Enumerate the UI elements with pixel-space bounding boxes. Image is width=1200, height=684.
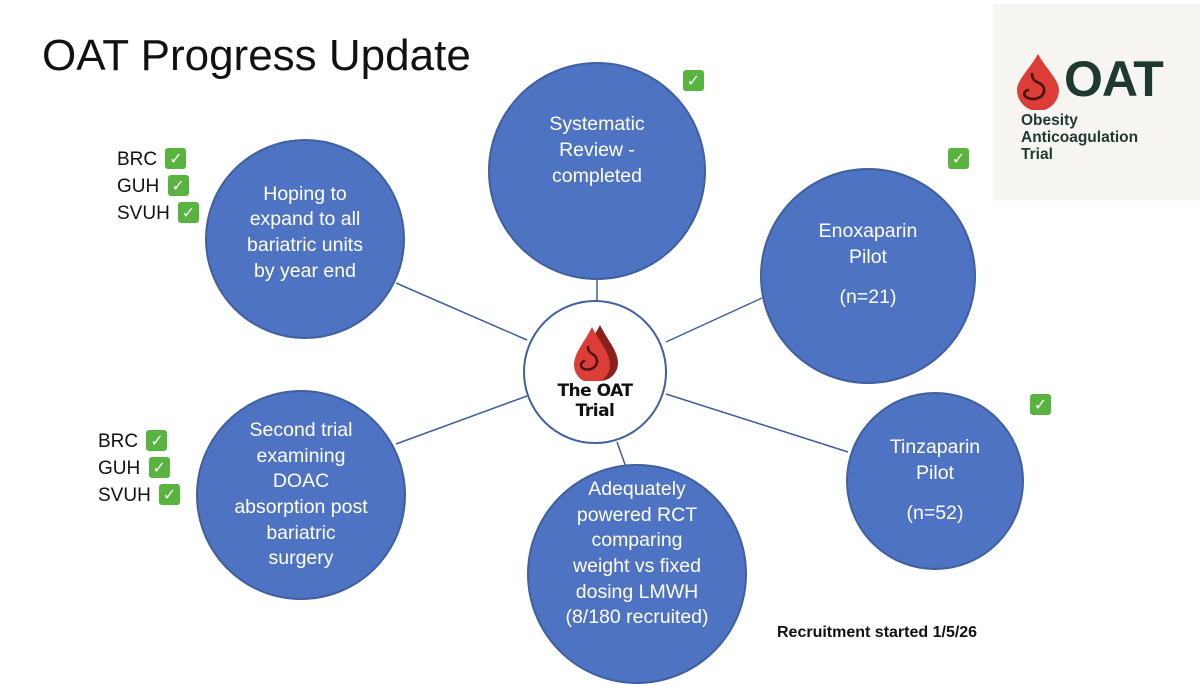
connector-second-trial [395, 395, 528, 445]
bubble-text: Pilot [849, 246, 887, 269]
bubble-note: (n=52) [906, 501, 964, 524]
site-label: SVUH [117, 203, 170, 224]
logo-subtitle-line: Trial [1021, 146, 1053, 164]
connector-expand [395, 282, 528, 341]
check-mark-icon: ✓ [159, 483, 181, 505]
site-list-second-trial: BRC ✓ GUH ✓ SVUH ✓ [98, 428, 181, 509]
bubble-text: DOAC [272, 470, 330, 493]
logo-subtitle: Obesity Anticoagulation Trial [1021, 112, 1138, 163]
bubble-text: (8/180 recruited) [565, 606, 709, 629]
site-list-expand: BRC ✓ GUH ✓ SVUH ✓ [117, 146, 200, 227]
bubble-systematic-review: Systematic Review - completed [488, 62, 706, 280]
slide-title: OAT Progress Update [42, 31, 471, 80]
check-mark-icon: ✓ [146, 429, 168, 451]
bubble-text: surgery [268, 547, 334, 570]
bubble-text: Enoxaparin [818, 220, 918, 243]
logo-subtitle-line: Anticoagulation [1021, 129, 1139, 147]
bubble-text: by year end [254, 259, 356, 282]
bubble-note: (n=21) [839, 285, 897, 308]
logo-subtitle-line: Obesity [1021, 112, 1078, 129]
bubble-text: Tinzaparin [889, 436, 981, 459]
site-label: GUH [117, 176, 160, 197]
bubble-text: weight vs fixed [573, 555, 701, 577]
bubble-text: powered RCT [576, 503, 698, 526]
bubble-text: examining [256, 444, 346, 467]
bubble-text: Adequately [588, 477, 686, 500]
bubble-text: completed [552, 164, 642, 187]
center-text-line2: Trial [575, 401, 615, 421]
center-text-line1: The OAT [557, 380, 633, 401]
connector-enoxaparin [665, 297, 763, 343]
site-row: BRC ✓ [117, 146, 199, 173]
logo-wordmark: OAT [1064, 51, 1164, 107]
bubble-second-trial: Second trial examining DOAC absorption p… [196, 390, 406, 600]
bubble-tinzaparin-pilot: Tinzaparin Pilot (n=52) [846, 392, 1024, 570]
bubble-text: Hoping to [263, 182, 347, 205]
bubble-text: bariatric units [247, 234, 363, 256]
site-row: SVUH ✓ [98, 482, 181, 509]
check-mark-icon: ✓ [178, 201, 200, 223]
bubble-enoxaparin-pilot: Enoxaparin Pilot (n=21) [760, 168, 976, 384]
blood-drop-stomach-icon [1017, 54, 1059, 110]
bubble-text: Pilot [916, 462, 954, 485]
blood-drop-stomach-icon [574, 324, 618, 381]
oat-logo: OAT Obesity Anticoagulation Trial [993, 4, 1200, 200]
bubble-text: Review - [559, 139, 635, 162]
bubble-text: Systematic [549, 113, 645, 136]
center-oat-trial: The OAT Trial [523, 300, 667, 444]
check-mark-icon: ✓ [1030, 394, 1051, 415]
site-row: GUH ✓ [98, 455, 180, 482]
check-mark-icon: ✓ [167, 174, 189, 196]
site-label: BRC [117, 149, 158, 170]
bubble-text: absorption post [234, 496, 368, 518]
site-label: GUH [98, 458, 141, 479]
site-row: SVUH ✓ [117, 200, 200, 227]
site-row: BRC ✓ [98, 428, 180, 455]
site-label: BRC [98, 431, 139, 452]
site-label: SVUH [98, 485, 151, 506]
bubble-text: Second trial [249, 418, 353, 441]
bubble-text: comparing [591, 529, 683, 552]
bubble-text: bariatric [266, 521, 336, 544]
check-mark-icon: ✓ [683, 70, 704, 91]
check-mark-icon: ✓ [148, 456, 170, 478]
bubble-text: expand to all [249, 208, 361, 231]
bubble-text: dosing LMWH [575, 580, 699, 603]
site-row: GUH ✓ [117, 173, 199, 200]
recruitment-note: Recruitment started 1/5/26 [777, 624, 978, 641]
connector-tinzaparin [665, 393, 849, 453]
check-mark-icon: ✓ [165, 147, 187, 169]
bubble-rct: Adequately powered RCT comparing weight … [527, 464, 747, 684]
bubble-expand-units: Hoping to expand to all bariatric units … [205, 139, 405, 339]
check-mark-icon: ✓ [948, 148, 969, 169]
